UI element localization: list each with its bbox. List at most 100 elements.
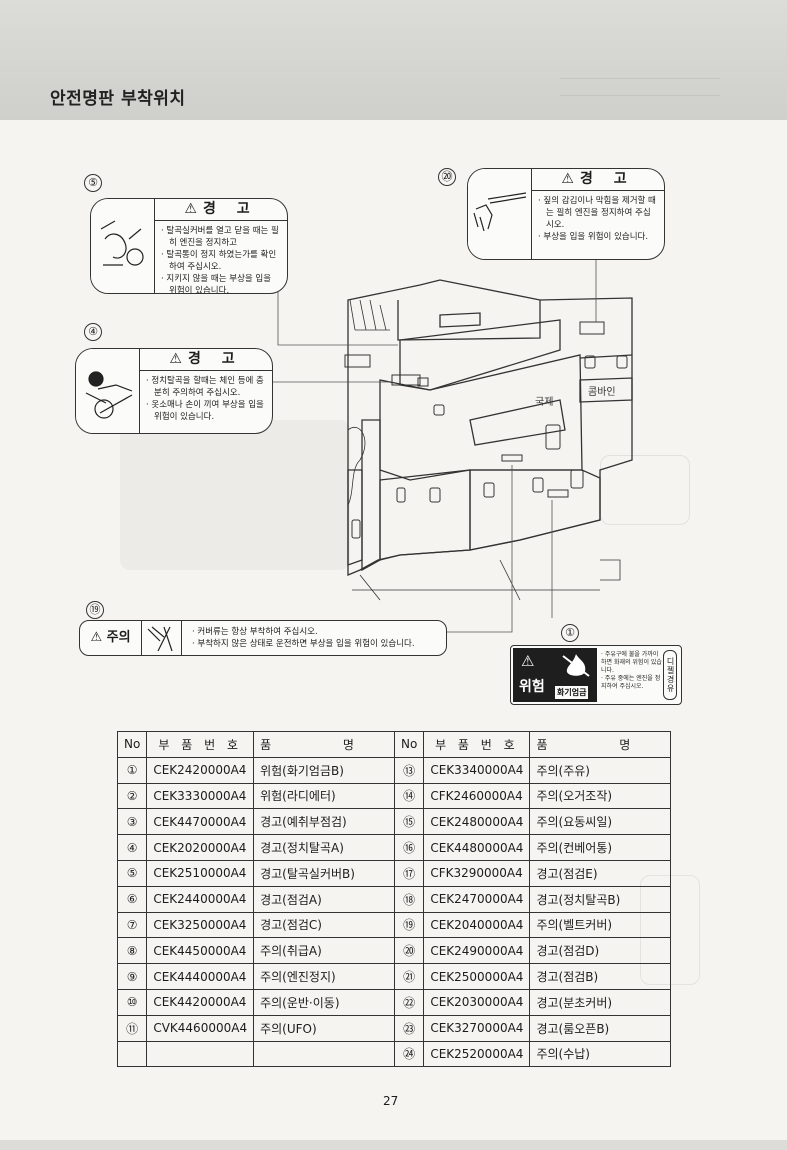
cell-no: ⑰ xyxy=(393,859,425,887)
cell-part-name: 주의(UFO) xyxy=(253,1014,395,1042)
cell-part-name: 주의(수납) xyxy=(529,1040,672,1068)
warning-triangle-icon: ⚠ xyxy=(561,171,574,187)
warning-triangle-icon: ⚠ xyxy=(90,630,107,645)
hand-blade-icon xyxy=(473,192,527,232)
cell-part-name: 주의(오거조작) xyxy=(529,782,672,810)
cell-part-number: CFK2460000A4 xyxy=(423,782,531,810)
cell-part-number xyxy=(146,1040,255,1068)
cell-part-name: 주의(벨트커버) xyxy=(529,911,672,939)
cell-no: ⑯ xyxy=(393,834,425,861)
cell-part-number: CEK4420000A4 xyxy=(146,988,255,1016)
cell-part-number: CEK4480000A4 xyxy=(423,834,531,861)
show-through-shadow xyxy=(120,420,350,570)
label-text-list: · 커버류는 항상 부착하여 주십시오. · 부착하지 않은 상태로 운전하면 … xyxy=(192,626,415,650)
label-line: · 짚의 감김이나 막힘을 제거할 때는 필히 엔진을 정지하여 주십시오. xyxy=(538,196,656,230)
cell-part-name xyxy=(253,1040,395,1068)
caution-label-19: ⚠ 주의 · 커버류는 항상 부착하여 주십시오. · 부착하지 않은 상태로 … xyxy=(79,620,447,656)
label-line: · 정치탈곡을 할때는 체인 등에 충분히 주의하여 주십시오. xyxy=(146,376,264,398)
cell-part-number: CEK2420000A4 xyxy=(146,756,255,784)
cell-no: ③ xyxy=(116,808,148,836)
danger-label-1: ⚠ 위험 화기엄금 · 주유구에 불을 가까이 하면 화재의 위험이 있습니다.… xyxy=(510,645,682,705)
cell-part-name: 경고(점검B) xyxy=(529,963,672,990)
cell-part-name: 위험(화기엄금B) xyxy=(253,756,395,784)
danger-word: 위험 xyxy=(519,679,545,695)
cell-no: ㉔ xyxy=(393,1040,425,1068)
cell-part-name: 경고(정치탈곡A) xyxy=(253,834,395,861)
cell-part-number: CEK2020000A4 xyxy=(146,834,255,861)
cell-part-number: CEK2490000A4 xyxy=(423,937,531,965)
cell-no: ㉑ xyxy=(393,963,425,990)
label-line: · 지키지 않을 때는 부상을 입을 위험이 있습니다. xyxy=(161,274,272,294)
cell-part-name: 주의(주유) xyxy=(529,756,672,784)
column-header: 품 명 xyxy=(529,731,672,758)
label-line: · 탈곡실커버를 열고 닫을 때는 필히 엔진을 정지하고 xyxy=(161,226,279,248)
cell-part-name: 주의(컨베어통) xyxy=(529,834,672,861)
page-title: 안전명판 부착위치 xyxy=(50,89,186,109)
cell-part-name: 경고(분초커버) xyxy=(529,988,672,1016)
cell-part-number: CFK3290000A4 xyxy=(423,859,531,887)
cell-part-name: 위험(라디에터) xyxy=(253,782,395,810)
cell-no: ⑩ xyxy=(116,988,148,1016)
machine-brand-text: 국제 xyxy=(535,396,553,408)
label-line: · 주유구에 불을 가까이 하면 화재의 위험이 있습니다. xyxy=(601,651,662,674)
cell-part-name: 주의(운반·이동) xyxy=(253,988,395,1016)
label-text-list: · 주유구에 불을 가까이 하면 화재의 위험이 있습니다. · 주유 중에는 … xyxy=(601,651,663,691)
label-text-list: · 짚의 감김이나 막힘을 제거할 때는 필히 엔진을 정지하여 주십시오. ·… xyxy=(538,195,656,243)
label-pictogram xyxy=(468,169,532,259)
cell-part-name: 경고(예취부점검) xyxy=(253,808,395,836)
label-pictogram xyxy=(91,199,155,293)
label-line: · 탈곡통이 정지 하였는가를 확인하여 주십시오. xyxy=(161,250,277,272)
label-heading: ⚠경 고 xyxy=(155,199,287,221)
cell-part-name: 주의(요동씨일) xyxy=(529,808,672,836)
cell-part-name: 경고(룸오픈B) xyxy=(529,1014,672,1042)
cell-no: ⑮ xyxy=(393,808,425,836)
label-heading: ⚠경 고 xyxy=(140,349,272,371)
cell-part-number: CEK2500000A4 xyxy=(423,963,531,990)
cell-no: ④ xyxy=(116,834,148,861)
cell-part-number: CEK2440000A4 xyxy=(146,885,255,913)
warning-triangle-icon: ⚠ xyxy=(169,351,182,367)
cell-part-name: 경고(점검A) xyxy=(253,885,395,913)
cell-no: ㉒ xyxy=(393,988,425,1016)
warning-label-5: ⚠경 고 · 탈곡실커버를 열고 닫을 때는 필히 엔진을 정지하고 · 탈곡통… xyxy=(90,198,288,294)
marker-1: ① xyxy=(561,624,579,642)
cell-no: ⑳ xyxy=(393,937,425,965)
marker-20: ⑳ xyxy=(438,168,456,186)
label-line: · 부착하지 않은 상태로 운전하면 부상을 입을 위험이 있습니다. xyxy=(192,639,415,649)
cell-part-name: 경고(점검E) xyxy=(529,859,672,887)
header-decoration xyxy=(560,78,720,96)
cell-part-number: CEK3250000A4 xyxy=(146,911,255,939)
cell-part-number: CEK3270000A4 xyxy=(423,1014,531,1042)
cell-part-name: 경고(정치탈곡B) xyxy=(529,885,672,913)
marker-4: ④ xyxy=(84,323,102,341)
cell-no: ⑭ xyxy=(393,782,425,810)
cell-no: ⑪ xyxy=(116,1014,148,1042)
header-band xyxy=(0,0,787,120)
label-line: · 옷소매나 손이 끼여 부상을 입을 위험이 있습니다. xyxy=(146,400,264,422)
caution-tag: ⚠ 주의 xyxy=(80,621,142,655)
cell-no: ⑦ xyxy=(116,911,148,939)
hand-caution-icon xyxy=(100,220,144,266)
cell-part-name: 경고(점검D) xyxy=(529,937,672,965)
cell-part-number: CEK4450000A4 xyxy=(146,937,255,965)
cell-part-name: 주의(엔진정지) xyxy=(253,963,395,990)
warning-triangle-icon: ⚠ xyxy=(521,652,535,670)
label-line: · 주유 중에는 엔진을 정지하여 주십시오. xyxy=(601,675,661,690)
cell-part-number: CEK2030000A4 xyxy=(423,988,531,1016)
cell-no: ㉓ xyxy=(393,1014,425,1042)
label-pictogram xyxy=(76,349,140,433)
label-heading: ⚠경 고 xyxy=(532,169,664,191)
cell-part-number: CEK4440000A4 xyxy=(146,963,255,990)
column-header: No xyxy=(116,731,148,758)
marker-5: ⑤ xyxy=(84,174,102,192)
page-number: 27 xyxy=(383,1094,399,1108)
